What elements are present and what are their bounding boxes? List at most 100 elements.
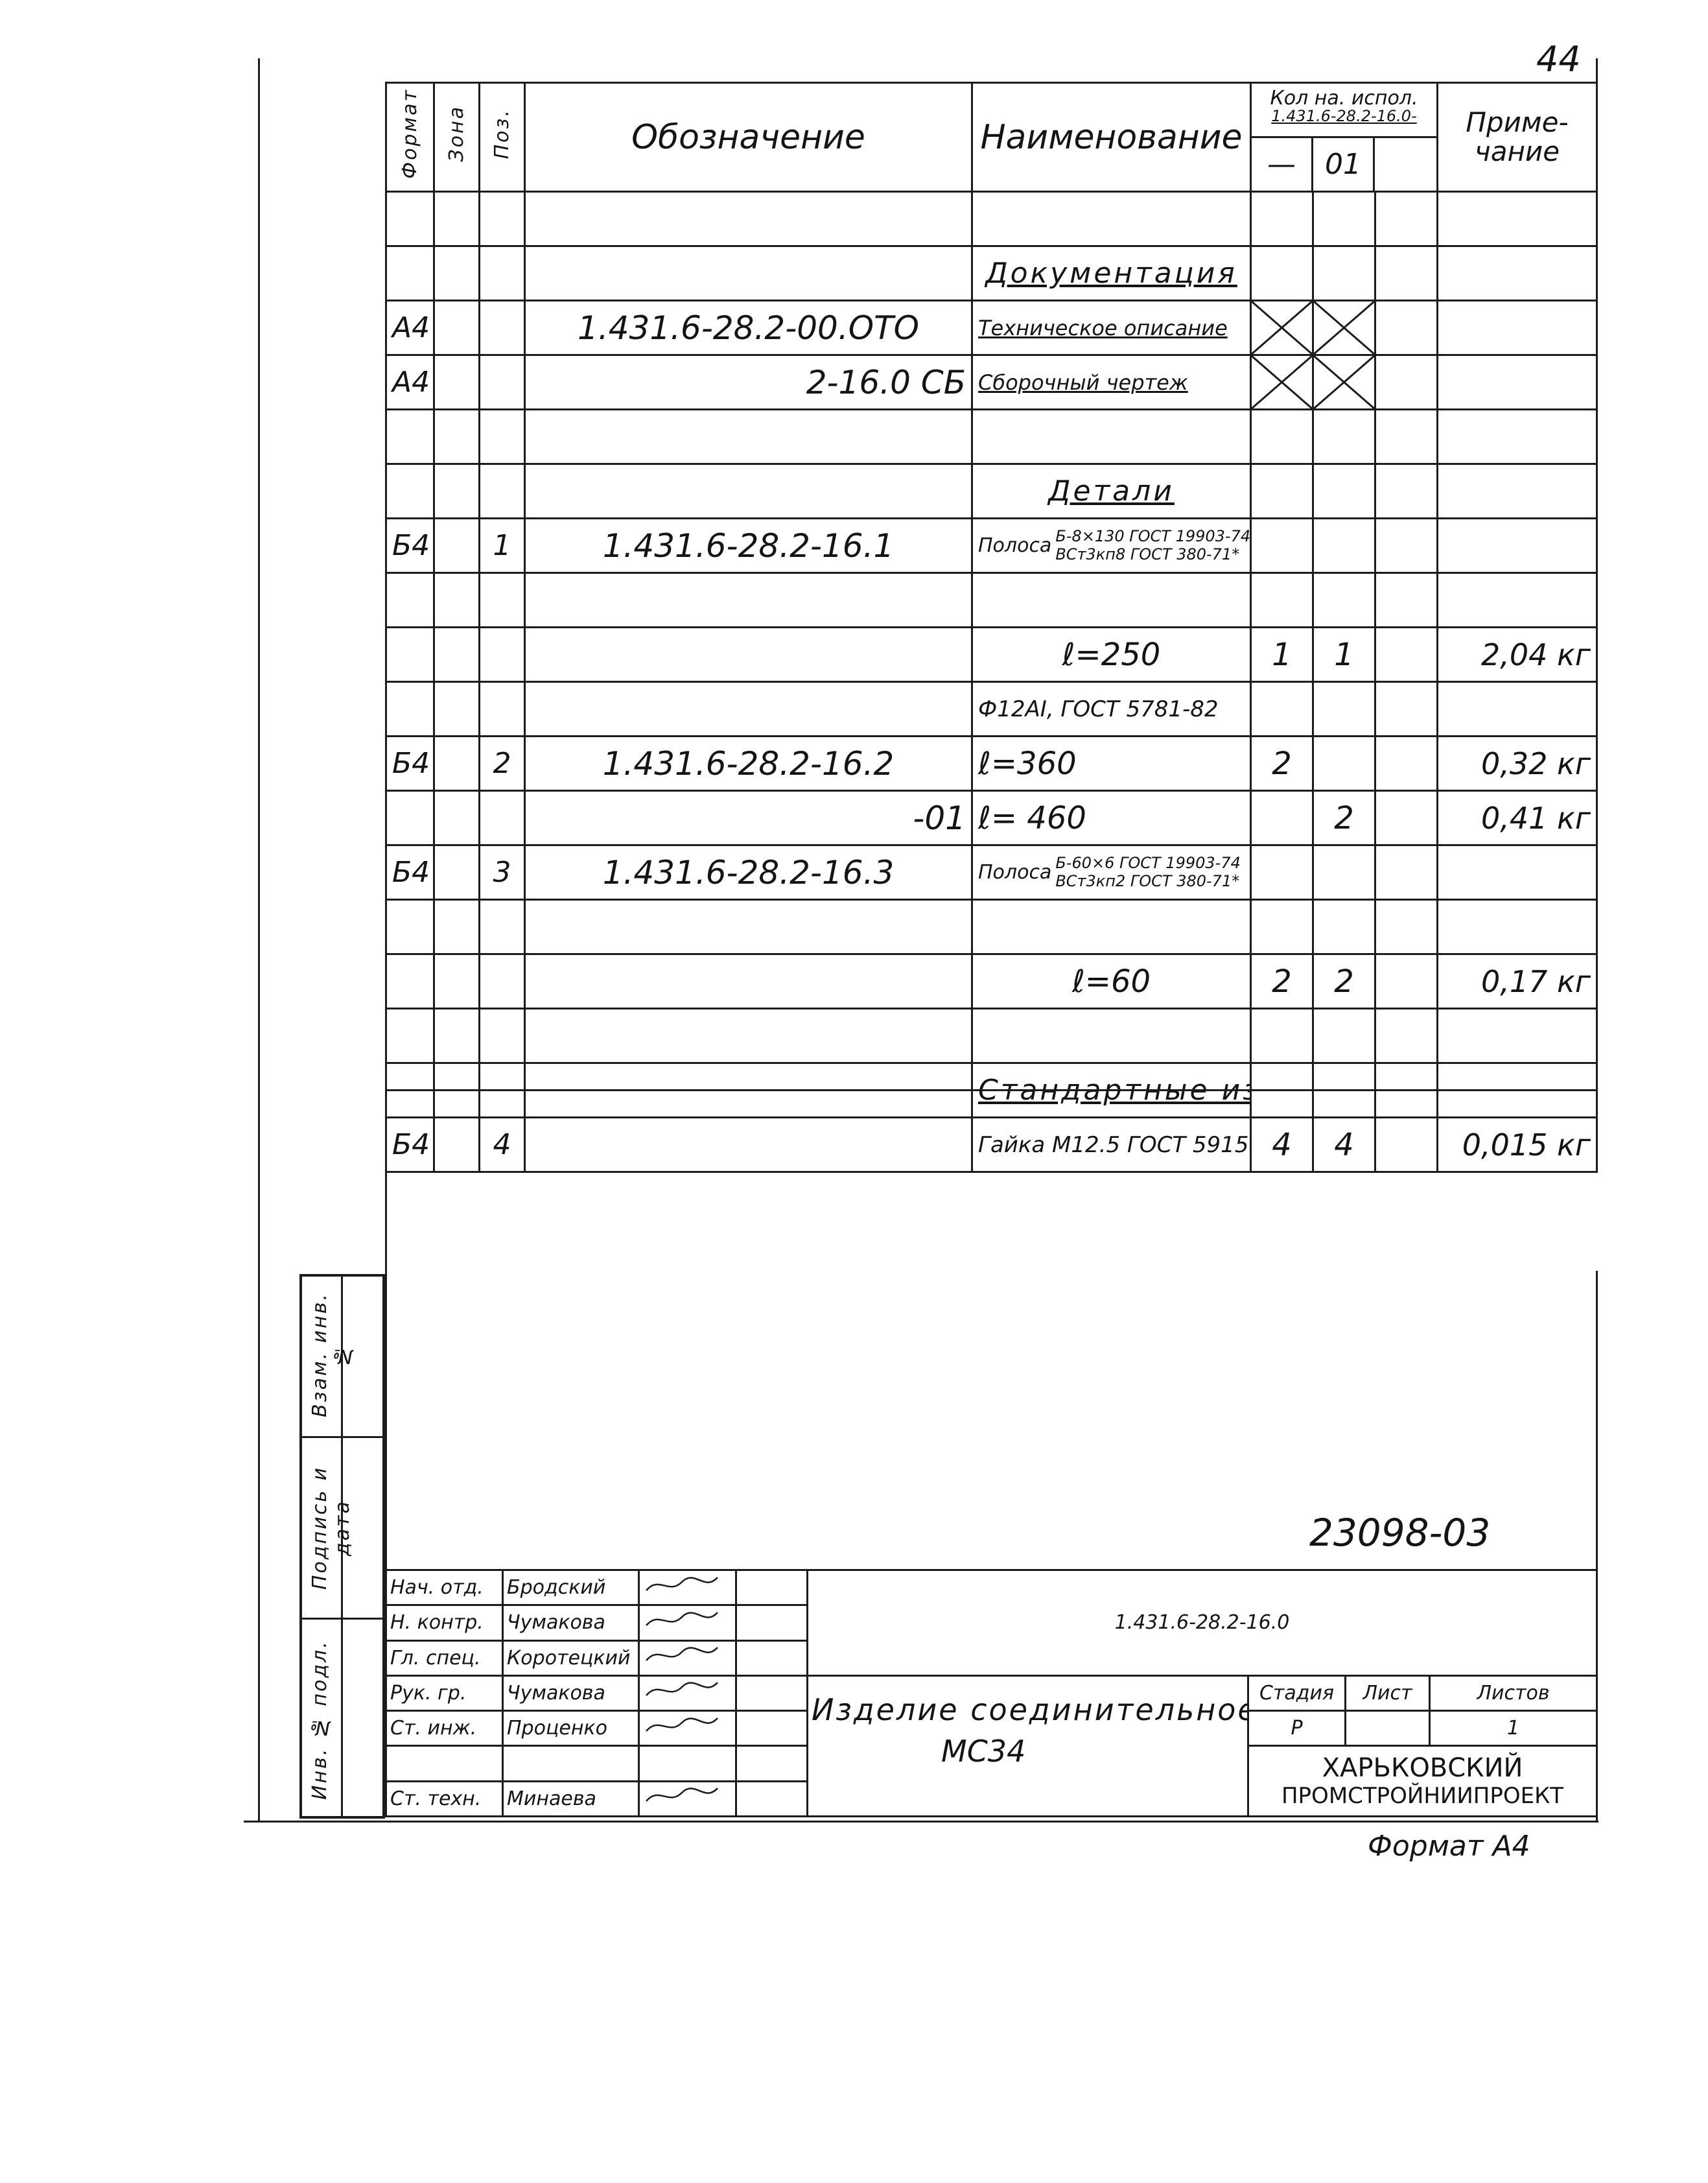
cell-designation	[524, 681, 973, 737]
header-qty-col1: —	[1253, 138, 1314, 190]
cell-note	[1436, 1008, 1598, 1064]
table-row: Детали	[385, 463, 1598, 519]
cell-pos: 2	[478, 735, 526, 792]
cell-format	[385, 953, 435, 1009]
cell-zone	[433, 354, 480, 410]
signature-mark	[646, 1682, 718, 1697]
frame-right	[1596, 1271, 1598, 1822]
signature	[638, 1674, 737, 1712]
cell-zone	[433, 245, 480, 301]
cell-note	[1436, 354, 1598, 410]
signature	[638, 1745, 737, 1782]
cell-q3	[1374, 1008, 1438, 1064]
cell-q3	[1374, 681, 1438, 737]
cell-format: Б4	[385, 844, 435, 901]
cell-designation	[524, 463, 973, 519]
cell-format	[385, 681, 435, 737]
cell-format: Б4	[385, 517, 435, 574]
cell-q1: 2	[1250, 953, 1314, 1009]
cross-mark	[1252, 356, 1312, 408]
sheet-value	[1344, 1710, 1431, 1747]
cell-pos	[478, 245, 526, 301]
cell-q1	[1250, 572, 1314, 628]
cell-q2	[1312, 191, 1376, 247]
cell-designation	[524, 953, 973, 1009]
cell-q2	[1312, 681, 1376, 737]
cell-pos	[478, 953, 526, 1009]
cell-q1	[1250, 899, 1314, 955]
cell-name: Техническое описание	[971, 300, 1252, 356]
signature	[638, 1639, 737, 1677]
header-name: Наименование	[971, 82, 1252, 193]
fraction-top: Б-8×130 ГОСТ 19903-74	[1055, 526, 1251, 545]
stamp-role: Рук. гр.	[385, 1674, 504, 1712]
cell-pos	[478, 681, 526, 737]
cell-pos	[478, 1008, 526, 1064]
format-label: Формат А4	[1368, 1830, 1530, 1863]
cell-q3	[1374, 844, 1438, 901]
cell-q1	[1250, 300, 1314, 356]
header-format: Формат	[385, 82, 435, 193]
cell-format	[385, 408, 435, 465]
signature-mark	[646, 1788, 718, 1802]
stamp-role: Нач. отд.	[385, 1568, 504, 1607]
cross-mark	[1252, 301, 1312, 354]
cell-q1	[1250, 1008, 1314, 1064]
cell-zone	[433, 517, 480, 574]
cell-note: 0,32 кг	[1436, 735, 1598, 792]
cell-designation	[524, 1116, 973, 1173]
cell-q1	[1250, 844, 1314, 901]
cell-name: Детали	[971, 463, 1252, 519]
table-row: Ф12АI, ГОСТ 5781-82	[385, 681, 1598, 737]
cell-name: ℓ=60	[971, 953, 1252, 1009]
stage-value: Р	[1247, 1710, 1346, 1747]
cell-name	[971, 899, 1252, 955]
stamp-person: Минаева	[502, 1780, 640, 1817]
cell-pos: 1	[478, 517, 526, 574]
table-row	[385, 408, 1598, 465]
cell-format	[385, 245, 435, 301]
cell-designation	[524, 572, 973, 628]
cell-format	[385, 790, 435, 846]
cell-designation: 1.431.6-28.2-16.3	[524, 844, 973, 901]
cell-name: Сборочный чертеж	[971, 354, 1252, 410]
stamp-person	[502, 1745, 640, 1782]
cell-q3	[1374, 790, 1438, 846]
header-zone: Зона	[433, 82, 480, 193]
cell-designation	[524, 245, 973, 301]
cell-q1: 1	[1250, 626, 1314, 683]
cell-q3	[1374, 1116, 1438, 1173]
side-label-inv: Инв. № подл.	[309, 1640, 331, 1800]
cell-q3	[1374, 572, 1438, 628]
cell-designation: 1.431.6-28.2-16.1	[524, 517, 973, 574]
cell-q1: 2	[1250, 735, 1314, 792]
cross-mark	[1314, 356, 1374, 408]
cell-q3	[1374, 517, 1438, 574]
cell-pos	[478, 463, 526, 519]
cell-zone	[433, 572, 480, 628]
cell-q1	[1250, 463, 1314, 519]
signature-mark	[646, 1576, 718, 1591]
signature-mark	[646, 1612, 718, 1626]
stamp-row: Н. контр.Чумакова	[385, 1604, 1597, 1642]
cell-format: Б4	[385, 1116, 435, 1173]
fraction-bot: ВСт3кп2 ГОСТ 380-71*	[1055, 871, 1240, 890]
cell-q2	[1312, 735, 1376, 792]
table-row	[385, 1008, 1598, 1064]
cell-note	[1436, 191, 1598, 247]
cell-q2: 2	[1312, 790, 1376, 846]
cell-name: Ф12АI, ГОСТ 5781-82	[971, 681, 1252, 737]
cell-name: ℓ= 460	[971, 790, 1252, 846]
cell-note	[1436, 463, 1598, 519]
date-cell	[735, 1780, 808, 1817]
stamp-person: Проценко	[502, 1710, 640, 1747]
